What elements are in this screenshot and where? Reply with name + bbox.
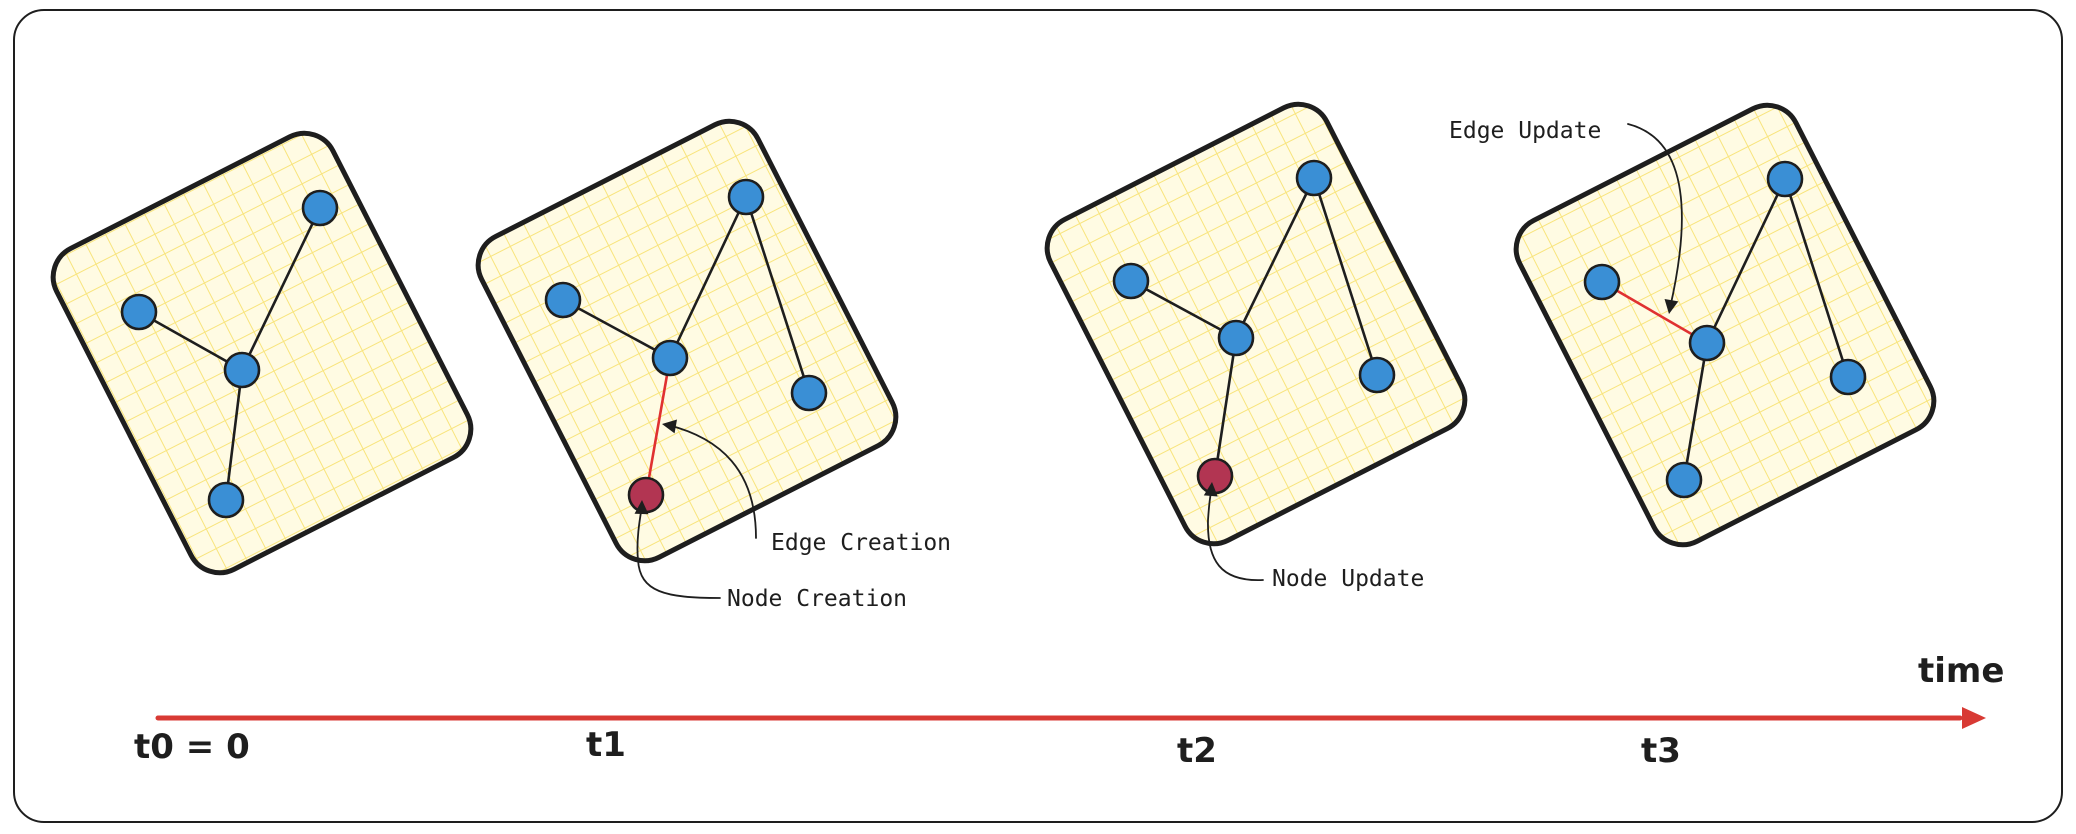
edge-t3-c-b: [1705, 177, 1787, 345]
node-t0-a: [120, 293, 158, 331]
node-t2-b: [1295, 159, 1333, 197]
edge-t0-a-c: [137, 310, 244, 372]
node-creation-label: Node Creation: [727, 586, 907, 612]
edge-t3-b-d: [1783, 177, 1850, 379]
annotation-callouts: [634, 123, 1683, 599]
edge-creation-arrow: [667, 424, 757, 539]
tick-label-t0: t0 = 0: [134, 727, 250, 767]
node-update-label: Node Update: [1272, 566, 1424, 592]
edge-t2-a-c: [1129, 279, 1238, 340]
snapshot-canvas-t3: [1513, 102, 1937, 548]
edge-t2-b-d: [1312, 176, 1379, 377]
snapshot-t2: [1044, 101, 1468, 547]
node-t0-b: [301, 189, 339, 227]
node-creation-arrowhead: [634, 500, 649, 515]
graph-snapshots: [50, 101, 1937, 576]
edge-t2-c-b: [1234, 176, 1316, 340]
tick-label-t1: t1: [586, 725, 626, 765]
edge-t1-c-b: [668, 195, 748, 360]
highlighted-node-t2-f: [1196, 457, 1234, 495]
node-t2-c: [1217, 319, 1255, 357]
node-update-arrowhead: [1203, 482, 1218, 497]
edge-t1-a-c: [561, 298, 672, 360]
edge-t1-b-d: [744, 195, 811, 395]
node-t3-d: [1829, 358, 1867, 396]
timeline: time t0 = 0 t1 t2 t3: [134, 651, 2004, 771]
node-creation-arrow: [636, 505, 721, 599]
edge-update-arrow: [1627, 123, 1683, 309]
edge-t0-c-b: [240, 206, 322, 372]
snapshot-t0: [50, 130, 474, 576]
time-axis-label: time: [1918, 651, 2004, 691]
timeline-arrow-head: [1962, 707, 1986, 729]
edge-t2-c-f: [1213, 336, 1238, 478]
annotation-labels: Edge Creation Node Creation Node Update …: [727, 118, 1601, 612]
highlighted-node-t1-f: [627, 476, 665, 514]
node-update-arrow: [1207, 487, 1264, 581]
new-edge-t1-c-f: [644, 356, 672, 497]
edge-update-label: Edge Update: [1449, 118, 1601, 144]
edge-creation-label: Edge Creation: [771, 530, 951, 556]
edge-t0-c-d: [224, 368, 244, 502]
edge-t3-c-f: [1682, 341, 1709, 482]
node-t1-d: [790, 374, 828, 412]
snapshot-t3: [1513, 102, 1937, 548]
node-t0-d: [207, 481, 245, 519]
snapshot-canvas-t0: [50, 130, 474, 576]
node-t3-a: [1583, 263, 1621, 301]
node-t3-b: [1766, 160, 1804, 198]
snapshot-t1: [475, 118, 899, 564]
snapshot-canvas-t1: [475, 118, 899, 564]
node-t0-c: [223, 351, 261, 389]
node-t1-a: [544, 281, 582, 319]
node-t3-f: [1665, 461, 1703, 499]
node-t1-b: [727, 178, 765, 216]
node-t2-a: [1112, 262, 1150, 300]
node-t2-d: [1358, 356, 1396, 394]
node-t3-c: [1688, 324, 1726, 362]
edge-creation-arrowhead: [662, 419, 678, 434]
tick-label-t3: t3: [1641, 731, 1681, 771]
snapshot-canvas-t2: [1044, 101, 1468, 547]
tick-label-t2: t2: [1177, 731, 1217, 771]
edge-update-arrowhead: [1664, 298, 1679, 314]
new-edge-t3-a-c: [1600, 280, 1709, 345]
node-t1-c: [651, 339, 689, 377]
